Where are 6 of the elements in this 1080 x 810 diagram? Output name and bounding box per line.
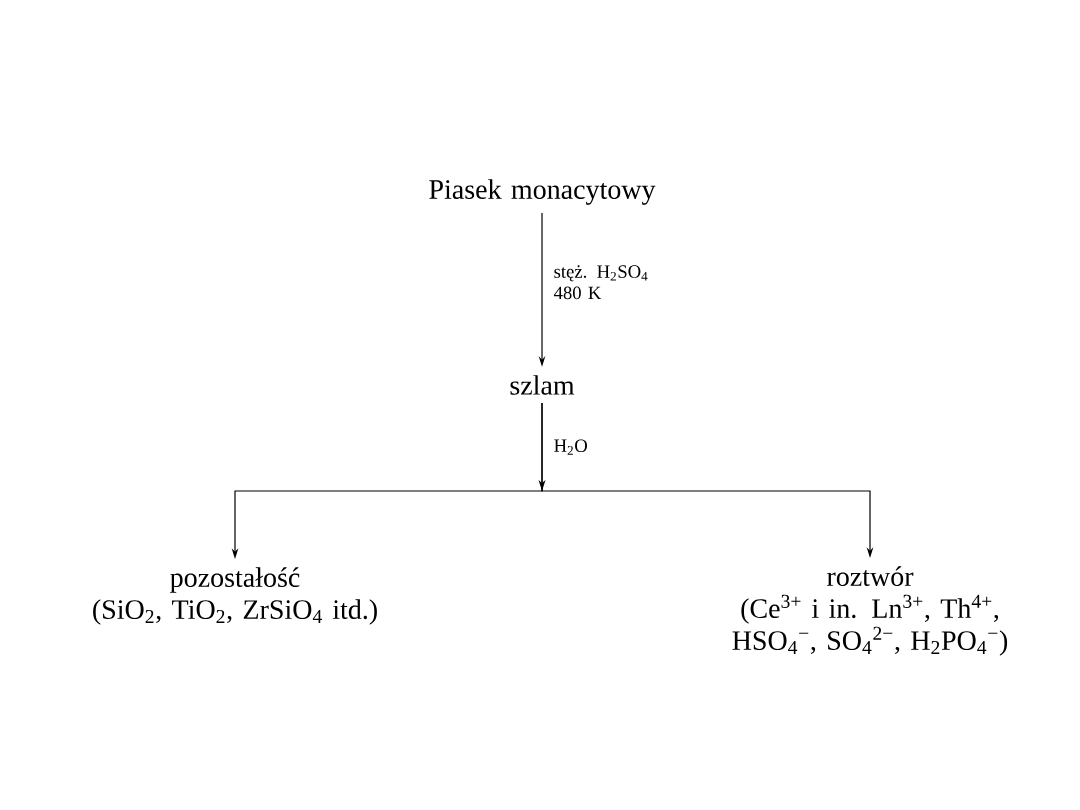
edge-label: stęż. H$_{2}$SO$_{4}$ 480 K: [552, 264, 655, 301]
material-label: pozostałość (SiO$_{2}$, TiO$_{2}$, ZrSiO$_{4}$ itd.): [93, 567, 377, 625]
material-label: szlam: [510, 375, 575, 395]
material-label: Piasek monacytowy: [429, 179, 656, 205]
edge-label: H$_{2}$O: [552, 438, 590, 456]
material-label: roztwór (Ce$^{3+}$ i in. Ln$^{3+}$, Th$^{4+}$, HSO$_{4}$$^{−}$, SO$_{4}$$^{2−}$, H$_{2}$PO$_{4}$$^{−}$): [732, 566, 1008, 656]
